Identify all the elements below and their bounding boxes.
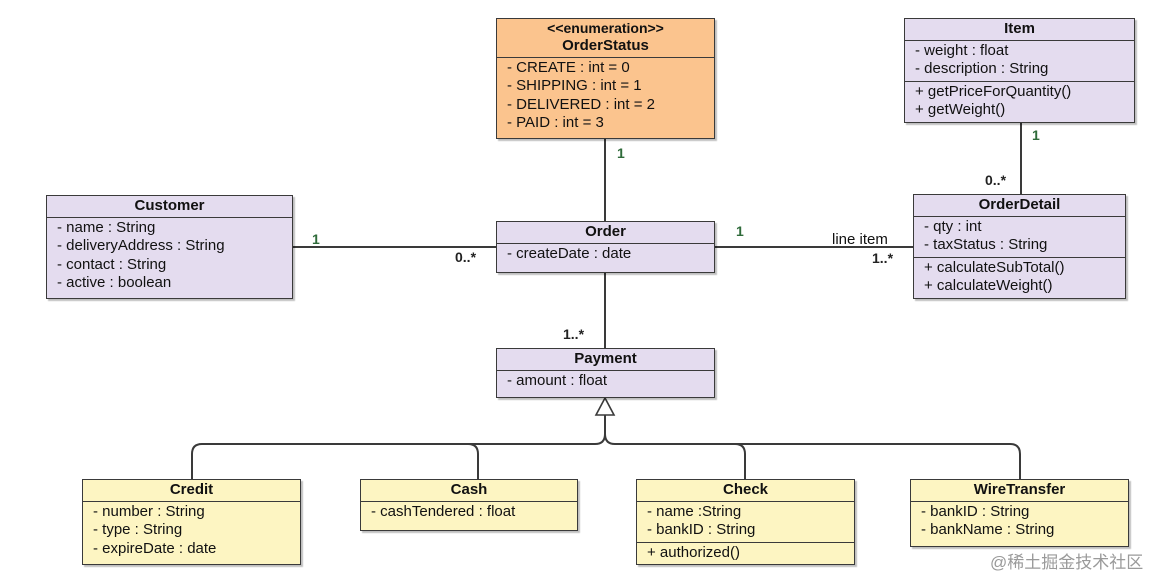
attribute: - DELIVERED : int = 2	[507, 95, 655, 113]
payment-class: Payment - amount : float	[496, 348, 715, 398]
cash-class: Cash - cashTendered : float	[360, 479, 578, 531]
attribute: - name :String	[647, 502, 742, 520]
generalization-path	[191, 415, 1021, 479]
operation-compartment: + calculateSubTotal() + calculateWeight(…	[914, 256, 1125, 298]
class-name: OrderDetail	[914, 195, 1125, 217]
stereotype-label: <<enumeration>>	[547, 20, 664, 36]
multiplicity-label: 1..*	[563, 326, 585, 342]
attribute-compartment: - name :String - bankID : String	[637, 502, 854, 542]
customer-class: Customer - name : String - deliveryAddre…	[46, 195, 293, 299]
attribute: - number : String	[93, 502, 205, 520]
watermark: @稀土掘金技术社区	[990, 553, 1144, 572]
class-name: Customer	[47, 196, 292, 218]
wiretransfer-class: WireTransfer - bankID : String - bankNam…	[910, 479, 1129, 547]
attribute-compartment: - weight : float - description : String	[905, 41, 1134, 81]
attribute: - SHIPPING : int = 1	[507, 77, 642, 94]
operation: + getWeight()	[915, 101, 1006, 118]
orderstatus-class: <<enumeration>> OrderStatus - CREATE : i…	[496, 18, 715, 139]
attribute-compartment: - CREATE : int = 0 - SHIPPING : int = 1 …	[497, 58, 714, 135]
attribute: - bankName : String	[921, 521, 1055, 538]
class-name: OrderStatus	[562, 37, 649, 54]
class-name: Item	[905, 19, 1134, 41]
attribute-compartment: - amount : float	[497, 371, 714, 393]
attribute: - description : String	[915, 60, 1049, 77]
attribute: - createDate : date	[507, 244, 632, 262]
multiplicity-label: 1	[312, 231, 320, 247]
multiplicity-label: 0..*	[985, 172, 1007, 188]
attribute: - contact : String	[57, 255, 167, 273]
class-name: Credit	[83, 480, 300, 502]
attribute: - CREATE : int = 0	[507, 58, 630, 76]
attribute-compartment: - createDate : date	[497, 244, 714, 266]
attribute: - bankID : String	[647, 521, 756, 538]
order-class: Order - createDate : date	[496, 221, 715, 273]
attribute: - weight : float	[915, 41, 1009, 59]
orderstatus-header: <<enumeration>> OrderStatus	[497, 19, 714, 58]
attribute: - deliveryAddress : String	[57, 237, 225, 254]
attribute-compartment: - bankID : String - bankName : String	[911, 502, 1128, 542]
attribute-compartment: - name : String - deliveryAddress : Stri…	[47, 218, 292, 295]
class-name: WireTransfer	[911, 480, 1128, 502]
operation: + getPriceForQuantity()	[915, 82, 1072, 100]
credit-class: Credit - number : String - type : String…	[82, 479, 301, 565]
operation: + calculateWeight()	[924, 277, 1053, 294]
attribute-compartment: - cashTendered : float	[361, 502, 577, 524]
attribute: - expireDate : date	[93, 539, 217, 557]
class-name: Check	[637, 480, 854, 502]
attribute: - bankID : String	[921, 502, 1030, 520]
item-class: Item - weight : float - description : St…	[904, 18, 1135, 123]
attribute: - taxStatus : String	[924, 236, 1048, 253]
multiplicity-label: 1..*	[872, 250, 894, 266]
class-name: Payment	[497, 349, 714, 371]
class-name: Cash	[361, 480, 577, 502]
operation-compartment: + authorized()	[637, 541, 854, 565]
attribute: - cashTendered : float	[371, 502, 516, 520]
attribute-compartment: - qty : int - taxStatus : String	[914, 217, 1125, 257]
attribute: - active : boolean	[57, 274, 172, 291]
multiplicity-label: 0..*	[455, 249, 477, 265]
generalization-arrowhead	[594, 396, 616, 416]
multiplicity-label: 1	[736, 223, 744, 239]
operation: + calculateSubTotal()	[924, 258, 1065, 276]
attribute: - name : String	[57, 218, 156, 236]
attribute: - type : String	[93, 521, 183, 538]
orderdetail-class: OrderDetail - qty : int - taxStatus : St…	[913, 194, 1126, 299]
class-name: Order	[497, 222, 714, 244]
attribute-compartment: - number : String - type : String - expi…	[83, 502, 300, 561]
check-class: Check - name :String - bankID : String +…	[636, 479, 855, 565]
multiplicity-label: 1	[617, 145, 625, 161]
attribute: - PAID : int = 3	[507, 114, 604, 131]
attribute: - qty : int	[924, 217, 982, 235]
operation: + authorized()	[647, 543, 740, 561]
multiplicity-label: 1	[1032, 127, 1040, 143]
association-label: line item	[832, 231, 888, 248]
attribute: - amount : float	[507, 371, 608, 389]
operation-compartment: + getPriceForQuantity() + getWeight()	[905, 80, 1134, 122]
